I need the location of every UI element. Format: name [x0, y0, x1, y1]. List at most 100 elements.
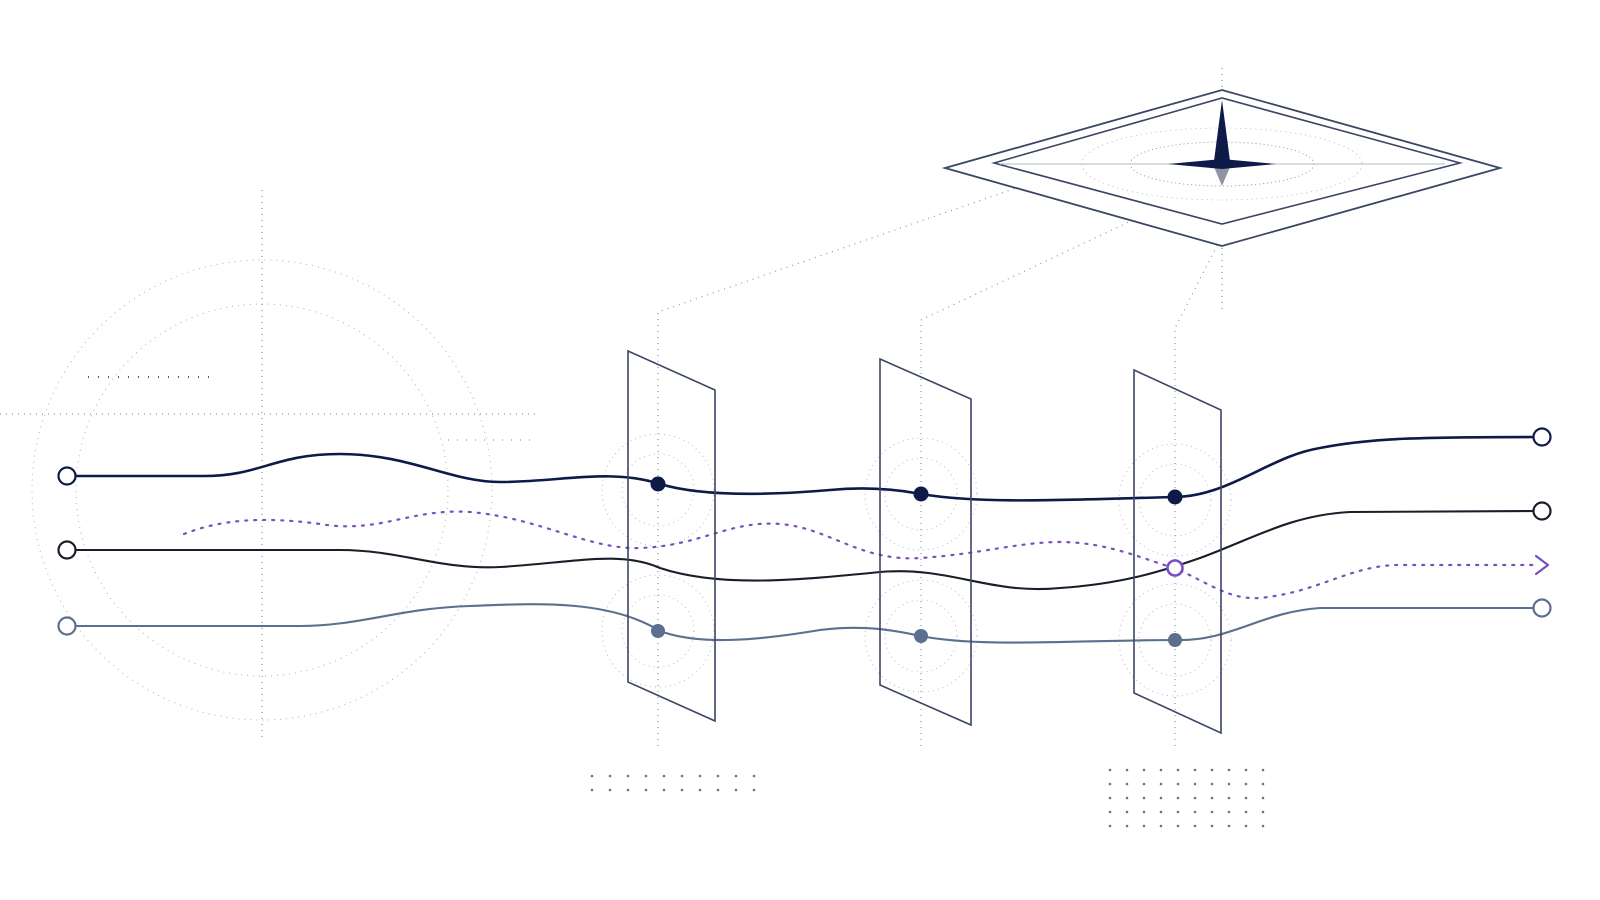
dot-grid-right-dot	[1244, 782, 1248, 786]
dot-grid-right-dot	[1261, 782, 1265, 786]
dot-grid-left-dot	[626, 788, 630, 792]
focus-ring-5-1	[1118, 443, 1232, 557]
dot-grid-right-dot	[1159, 810, 1163, 814]
dot-grid-right-dot	[1125, 810, 1129, 814]
dot-grid-left-dot	[734, 774, 738, 778]
dot-grid-left-dot	[590, 774, 594, 778]
dot-grid-right-dot	[1244, 768, 1248, 772]
dot-grid-right-dot	[1193, 782, 1197, 786]
connector-plane-2	[920, 211, 1151, 746]
concentric-target-icon	[0, 190, 538, 740]
dot-grid-right-dot	[1125, 782, 1129, 786]
dot-grid-right-dot	[1108, 768, 1112, 772]
stream-endpoints	[57, 427, 1552, 636]
focus-ring-1-1	[601, 433, 715, 547]
endpoint-navy-end	[1532, 427, 1552, 447]
dot-grid-right-dot	[1108, 796, 1112, 800]
dot-grid-right-dot	[1108, 824, 1112, 828]
stream-line-black	[65, 509, 1544, 591]
dot-grid-right-dot	[1210, 768, 1214, 772]
dot-grid-left-dot	[680, 788, 684, 792]
endpoint-black-end	[1532, 501, 1552, 521]
dot-grid-left-dot	[698, 774, 702, 778]
dot-grid-right-dot	[1227, 768, 1231, 772]
dot-grid-right-dot	[1193, 824, 1197, 828]
dot-grid-right-dot	[1227, 782, 1231, 786]
dot-grid-right	[1108, 768, 1265, 828]
compass-needle-north	[1214, 100, 1230, 161]
dot-grid-left-dot	[716, 788, 720, 792]
endpoint-slate-start	[57, 616, 77, 636]
plane-nodes	[650, 476, 1184, 647]
dot-grid-left-dot	[752, 774, 756, 778]
dot-grid-right-dot	[1125, 768, 1129, 772]
dot-grid-right-dot	[1210, 782, 1214, 786]
focus-ring-3-1	[864, 437, 978, 551]
focus-ring-6-2	[1138, 603, 1212, 677]
stream-line-navy	[65, 435, 1544, 502]
focus-ring-5-2	[1138, 463, 1212, 537]
dot-grid-right-dot	[1159, 768, 1163, 772]
dot-grid-right-dot	[1159, 796, 1163, 800]
dot-grid-right-dot	[1227, 824, 1231, 828]
plane-2	[879, 357, 972, 727]
focus-ring-4-2	[884, 599, 958, 673]
vertical-planes	[627, 349, 1222, 735]
plane-3	[1133, 368, 1222, 735]
stream-lines	[65, 435, 1550, 644]
dot-grid-right-dot	[1176, 796, 1180, 800]
dot-grid-right-dot	[1176, 824, 1180, 828]
node-plane-3-navy	[1167, 489, 1183, 505]
dot-grid-left-dot	[608, 788, 612, 792]
node-plane-3-purple	[1166, 559, 1184, 577]
focus-ring-3-2	[884, 457, 958, 531]
dot-grid-right-dot	[1210, 824, 1214, 828]
dot-grid-right-dot	[1193, 796, 1197, 800]
dot-grid-right-dot	[1159, 782, 1163, 786]
dot-grid-right-dot	[1244, 796, 1248, 800]
focus-ring-2-2	[621, 594, 695, 668]
node-plane-2-slate	[914, 629, 928, 643]
compass-needle-east-west	[1168, 159, 1276, 169]
connector-plane-1	[657, 185, 1023, 746]
endpoint-slate-end	[1532, 598, 1552, 618]
dot-grid-right-dot	[1176, 810, 1180, 814]
node-plane-1-slate	[651, 624, 665, 638]
dot-grid-right-dot	[1108, 782, 1112, 786]
dot-grid-left-dot	[698, 788, 702, 792]
dot-grid-right-dot	[1176, 768, 1180, 772]
endpoint-black-start	[57, 540, 77, 560]
plane-1	[627, 349, 716, 723]
dot-grid-right-dot	[1142, 768, 1146, 772]
focus-ring-4-1	[864, 579, 978, 693]
dot-grid-left-dot	[752, 788, 756, 792]
compass-star-icon	[941, 89, 1504, 247]
stream-purple-arrowhead	[1534, 554, 1550, 576]
dot-grid-right-dot	[1125, 824, 1129, 828]
dot-grid-right-dot	[1261, 796, 1265, 800]
dot-grid-right-dot	[1193, 768, 1197, 772]
dot-grid-right-dot	[1193, 810, 1197, 814]
dot-grid-left-dot	[590, 788, 594, 792]
dot-grid-right-dot	[1227, 810, 1231, 814]
dot-grid-left-dot	[734, 788, 738, 792]
node-plane-2-navy	[913, 486, 929, 502]
stream-line-slate	[65, 603, 1544, 644]
dot-grid-right-dot	[1244, 810, 1248, 814]
dot-grid-left-dot	[680, 774, 684, 778]
dot-grid-right-dot	[1244, 824, 1248, 828]
focus-ring-2-1	[601, 574, 715, 688]
dot-grid-right-dot	[1227, 796, 1231, 800]
dot-grid-left-dot	[644, 788, 648, 792]
dot-grid-right-dot	[1142, 824, 1146, 828]
dot-grid-left-dot	[662, 788, 666, 792]
endpoint-navy-start	[57, 466, 77, 486]
node-plane-3-slate	[1168, 633, 1182, 647]
dot-grid-right-dot	[1142, 810, 1146, 814]
dot-grid-right-dot	[1142, 782, 1146, 786]
plane-focus-rings	[601, 433, 1232, 697]
dot-grid-right-dot	[1125, 796, 1129, 800]
dot-grid-left-dot	[716, 774, 720, 778]
dot-grid-left	[590, 774, 756, 792]
